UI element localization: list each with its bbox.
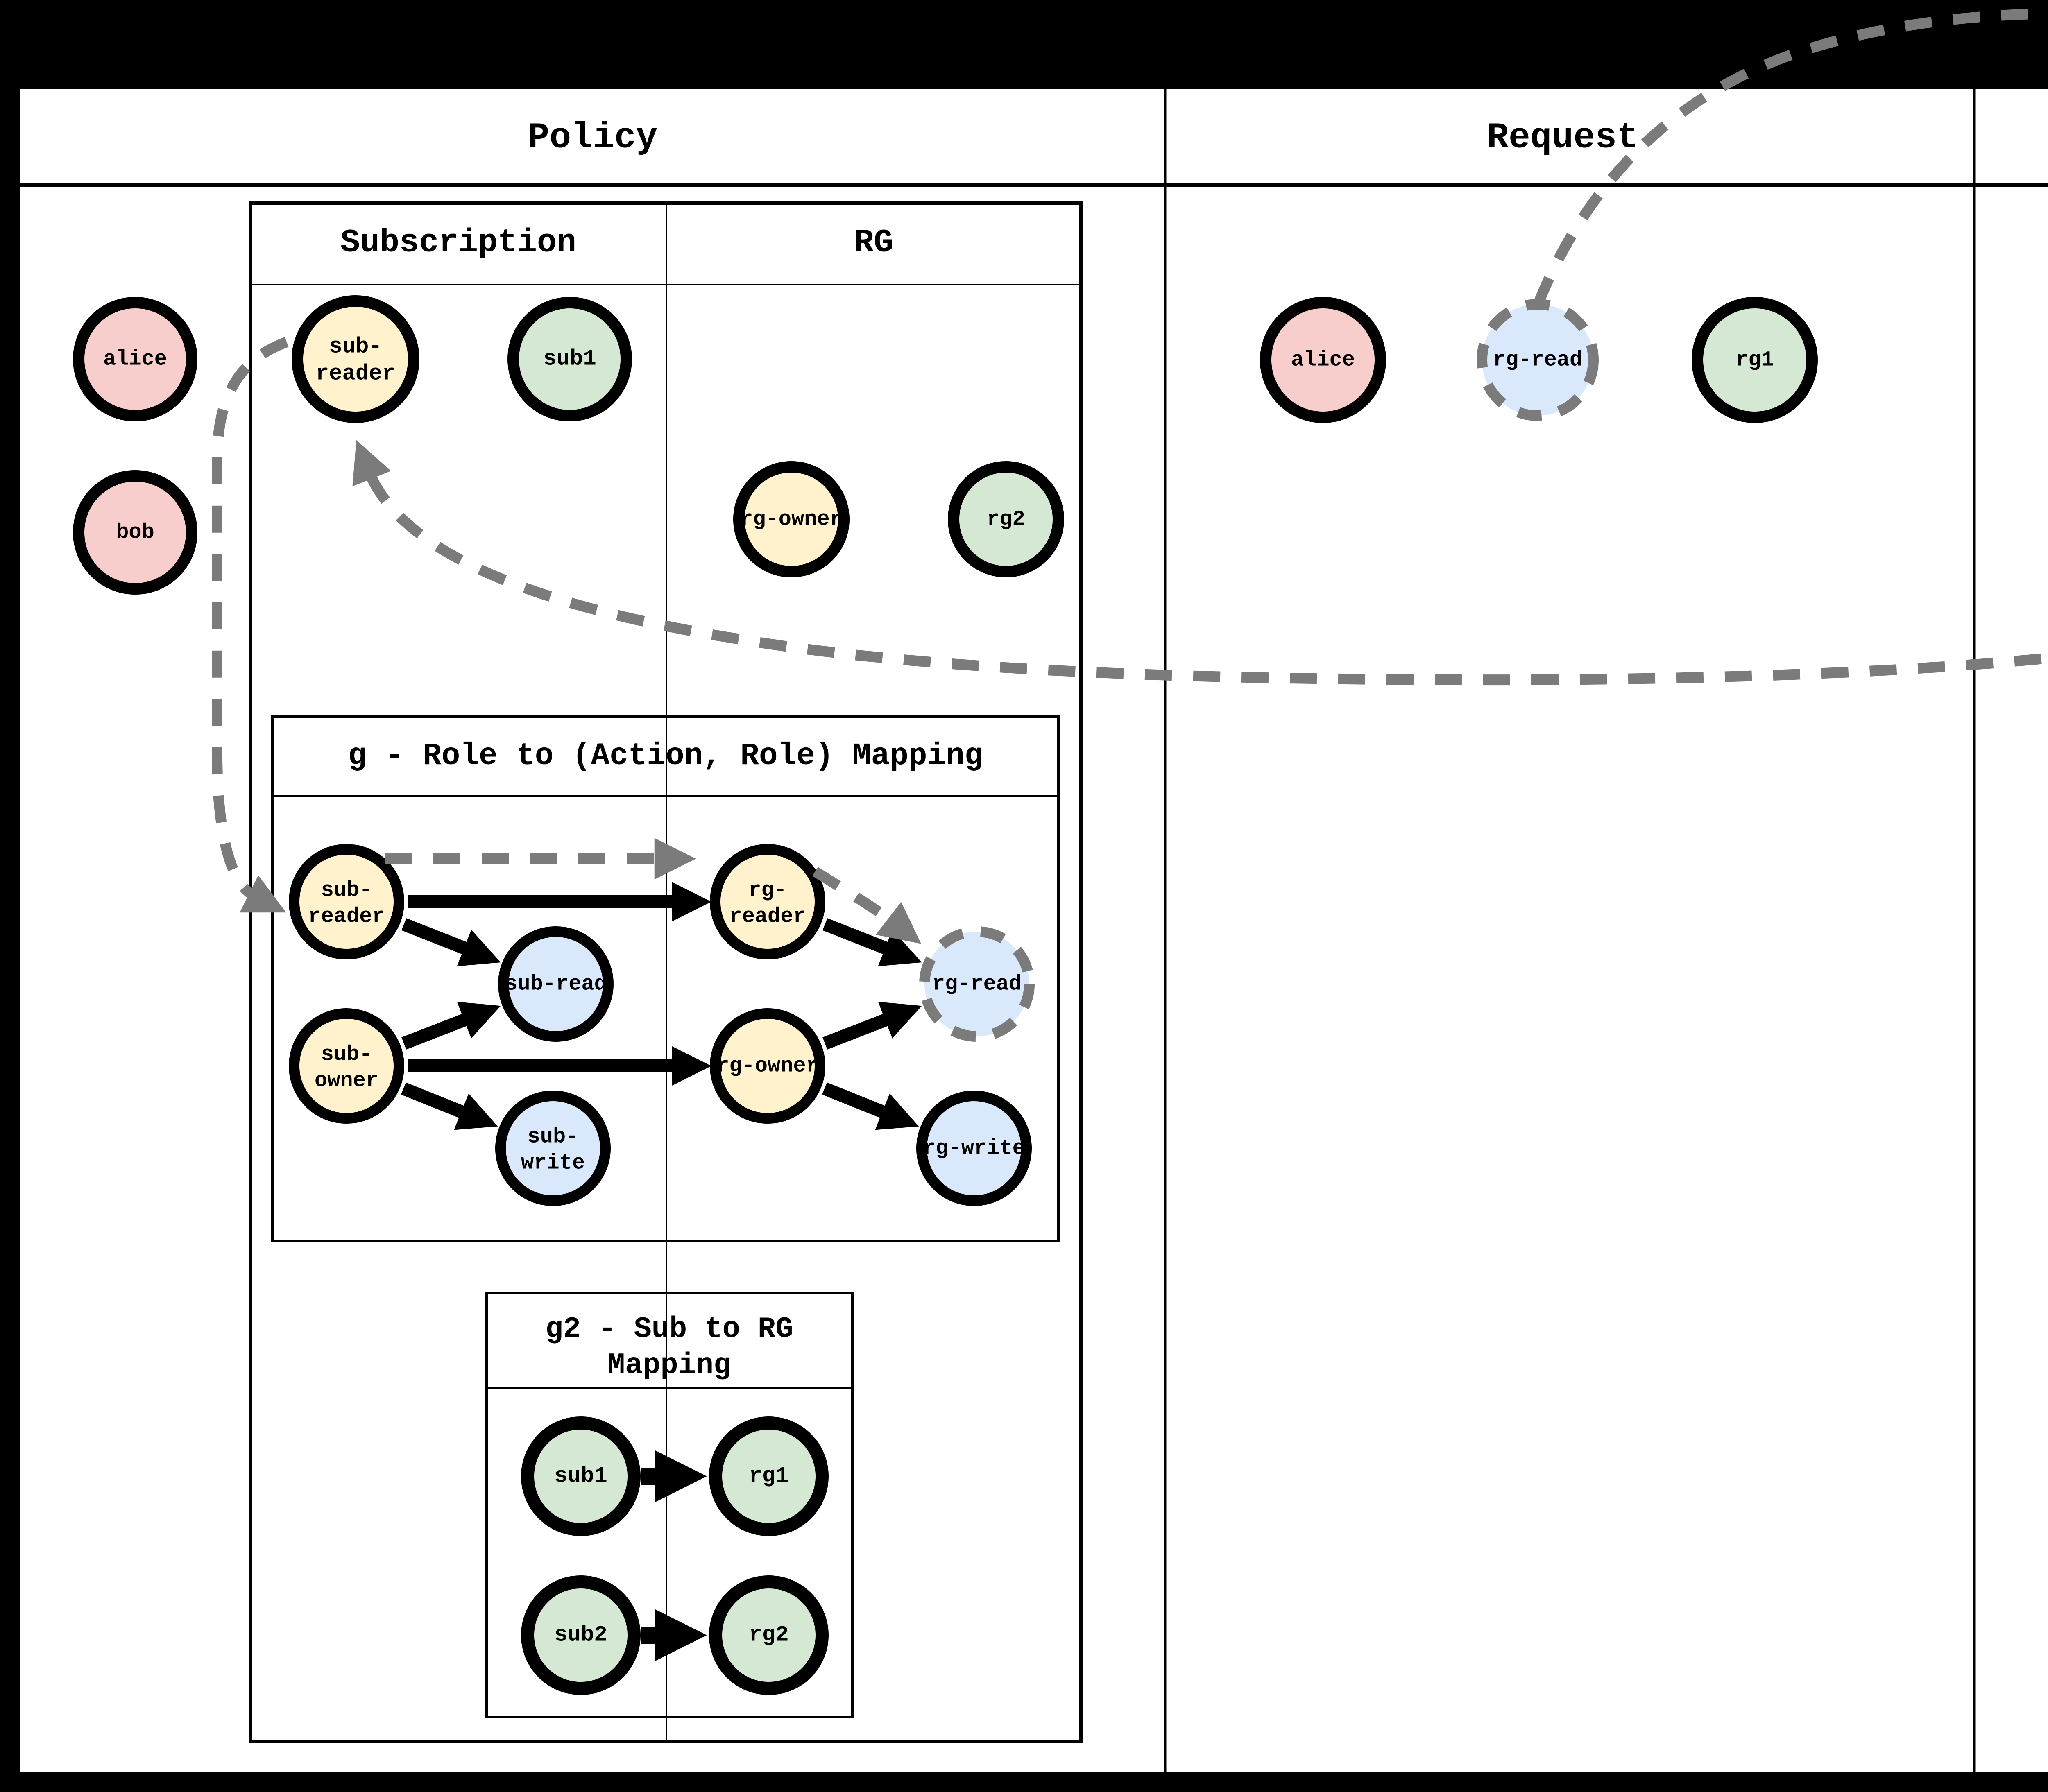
edge-sub-owner-sub-read <box>401 1002 501 1050</box>
request-header: Request <box>1487 118 1638 158</box>
node-g2-sub2 <box>521 1575 641 1695</box>
node-g-rg-reader <box>710 844 825 959</box>
node-request-rg-read-highlighted <box>1477 299 1599 421</box>
trace-g-rg-reader-to-g-rg-read <box>812 867 922 944</box>
node-policy-rg2 <box>948 461 1064 577</box>
node-g-rg-reader-label2: reader <box>729 905 806 929</box>
subscription-column-header: Subscription <box>340 224 576 262</box>
edge-rg-reader-rg-read <box>822 918 922 966</box>
request-nodes: alice rg-read rg1 <box>1260 297 1818 423</box>
policy-header: Policy <box>528 118 658 158</box>
rg-column-header: RG <box>854 224 893 262</box>
node-g2-rg1-label: rg1 <box>749 1464 788 1489</box>
node-g-sub-write-label1: sub- <box>528 1125 579 1149</box>
node-request-alice <box>1260 297 1386 423</box>
edge-rg-owner-rg-read <box>822 1002 922 1050</box>
node-g-sub-write-label2: write <box>521 1151 585 1175</box>
node-g-sub-write <box>495 1091 611 1206</box>
node-policy-sub1 <box>507 297 632 421</box>
node-policy-bob <box>73 470 197 595</box>
node-g-sub-owner-label1: sub- <box>321 1043 372 1067</box>
g2-box-title-line1: g2 - Sub to RG <box>546 1312 793 1346</box>
trace-policy-sub-reader-to-g-sub-reader <box>212 337 289 913</box>
node-g2-rg2-label: rg2 <box>749 1623 788 1648</box>
node-g-rg-write <box>916 1091 1032 1206</box>
node-g-sub-reader <box>289 844 404 959</box>
node-request-rg-read-label: rg-read <box>1493 348 1582 372</box>
node-policy-sub-reader-label1: sub- <box>329 335 382 360</box>
node-g-sub-owner <box>289 1008 404 1124</box>
node-g-rg-reader-label1: rg- <box>748 878 787 903</box>
node-policy-sub-reader <box>292 295 419 423</box>
g2-box-frame <box>485 1292 854 1718</box>
node-policy-alice <box>73 297 197 421</box>
edge-sub-owner-sub-write <box>401 1082 498 1130</box>
g2-mapping-box: g2 - Sub to RG Mapping <box>485 1292 854 1718</box>
edge-sub-reader-sub-read <box>401 918 501 966</box>
node-g-rg-read-label: rg-read <box>932 972 1022 996</box>
node-g2-rg2 <box>709 1575 829 1695</box>
node-g-sub-reader-label1: sub- <box>321 878 372 903</box>
g2-box-nodes: sub1 rg1 sub2 rg2 <box>521 1416 829 1695</box>
policy-table: Subscription RG <box>249 201 1083 1743</box>
node-g2-sub1 <box>521 1416 641 1536</box>
node-g-rg-owner <box>710 1008 825 1124</box>
node-policy-sub-reader-label2: reader <box>316 362 395 387</box>
node-policy-alice-label: alice <box>103 347 167 371</box>
g2-box-edges <box>641 1450 707 1661</box>
node-request-alice-label: alice <box>1291 348 1355 372</box>
node-g-sub-read-label: sub-read <box>505 972 607 996</box>
node-g-sub-read <box>498 926 614 1042</box>
policy-role-nodes: sub- reader sub1 rg-owner rg2 <box>292 295 1064 577</box>
node-g-rg-write-label: rg-write <box>923 1136 1025 1161</box>
node-g2-sub1-label: sub1 <box>554 1464 607 1489</box>
g-mapping-box: g - Role to (Action, Role) Mapping <box>271 715 1060 1242</box>
node-g-sub-owner-label2: owner <box>315 1069 378 1093</box>
edge-rg-owner-rg-write <box>822 1082 919 1130</box>
node-request-rg1 <box>1692 297 1818 423</box>
node-g-sub-reader-label2: reader <box>308 905 385 929</box>
g-box-frame <box>271 715 1060 1242</box>
g-box-edges <box>401 882 922 1130</box>
g2-box-title-line2: Mapping <box>607 1349 731 1382</box>
node-request-rg1-label: rg1 <box>1735 348 1774 372</box>
node-policy-sub1-label: sub1 <box>543 347 596 372</box>
node-policy-rg2-label: rg2 <box>987 507 1025 532</box>
node-policy-rg-owner-label: rg-owner <box>740 507 843 532</box>
node-g2-rg1 <box>709 1416 829 1536</box>
node-g-rg-owner-label: rg-owner <box>716 1054 819 1078</box>
policy-user-nodes: alice bob <box>73 297 197 595</box>
node-policy-rg-owner <box>733 461 850 577</box>
g-box-nodes: sub- reader sub- owner sub-read sub- wri… <box>289 844 1035 1206</box>
g-box-title: g - Role to (Action, Role) Mapping <box>348 738 983 774</box>
node-policy-bob-label: bob <box>116 520 154 545</box>
match-trace-arrows <box>212 8 2048 944</box>
node-g2-sub2-label: sub2 <box>554 1623 607 1648</box>
node-g-rg-read-highlighted <box>919 926 1035 1042</box>
